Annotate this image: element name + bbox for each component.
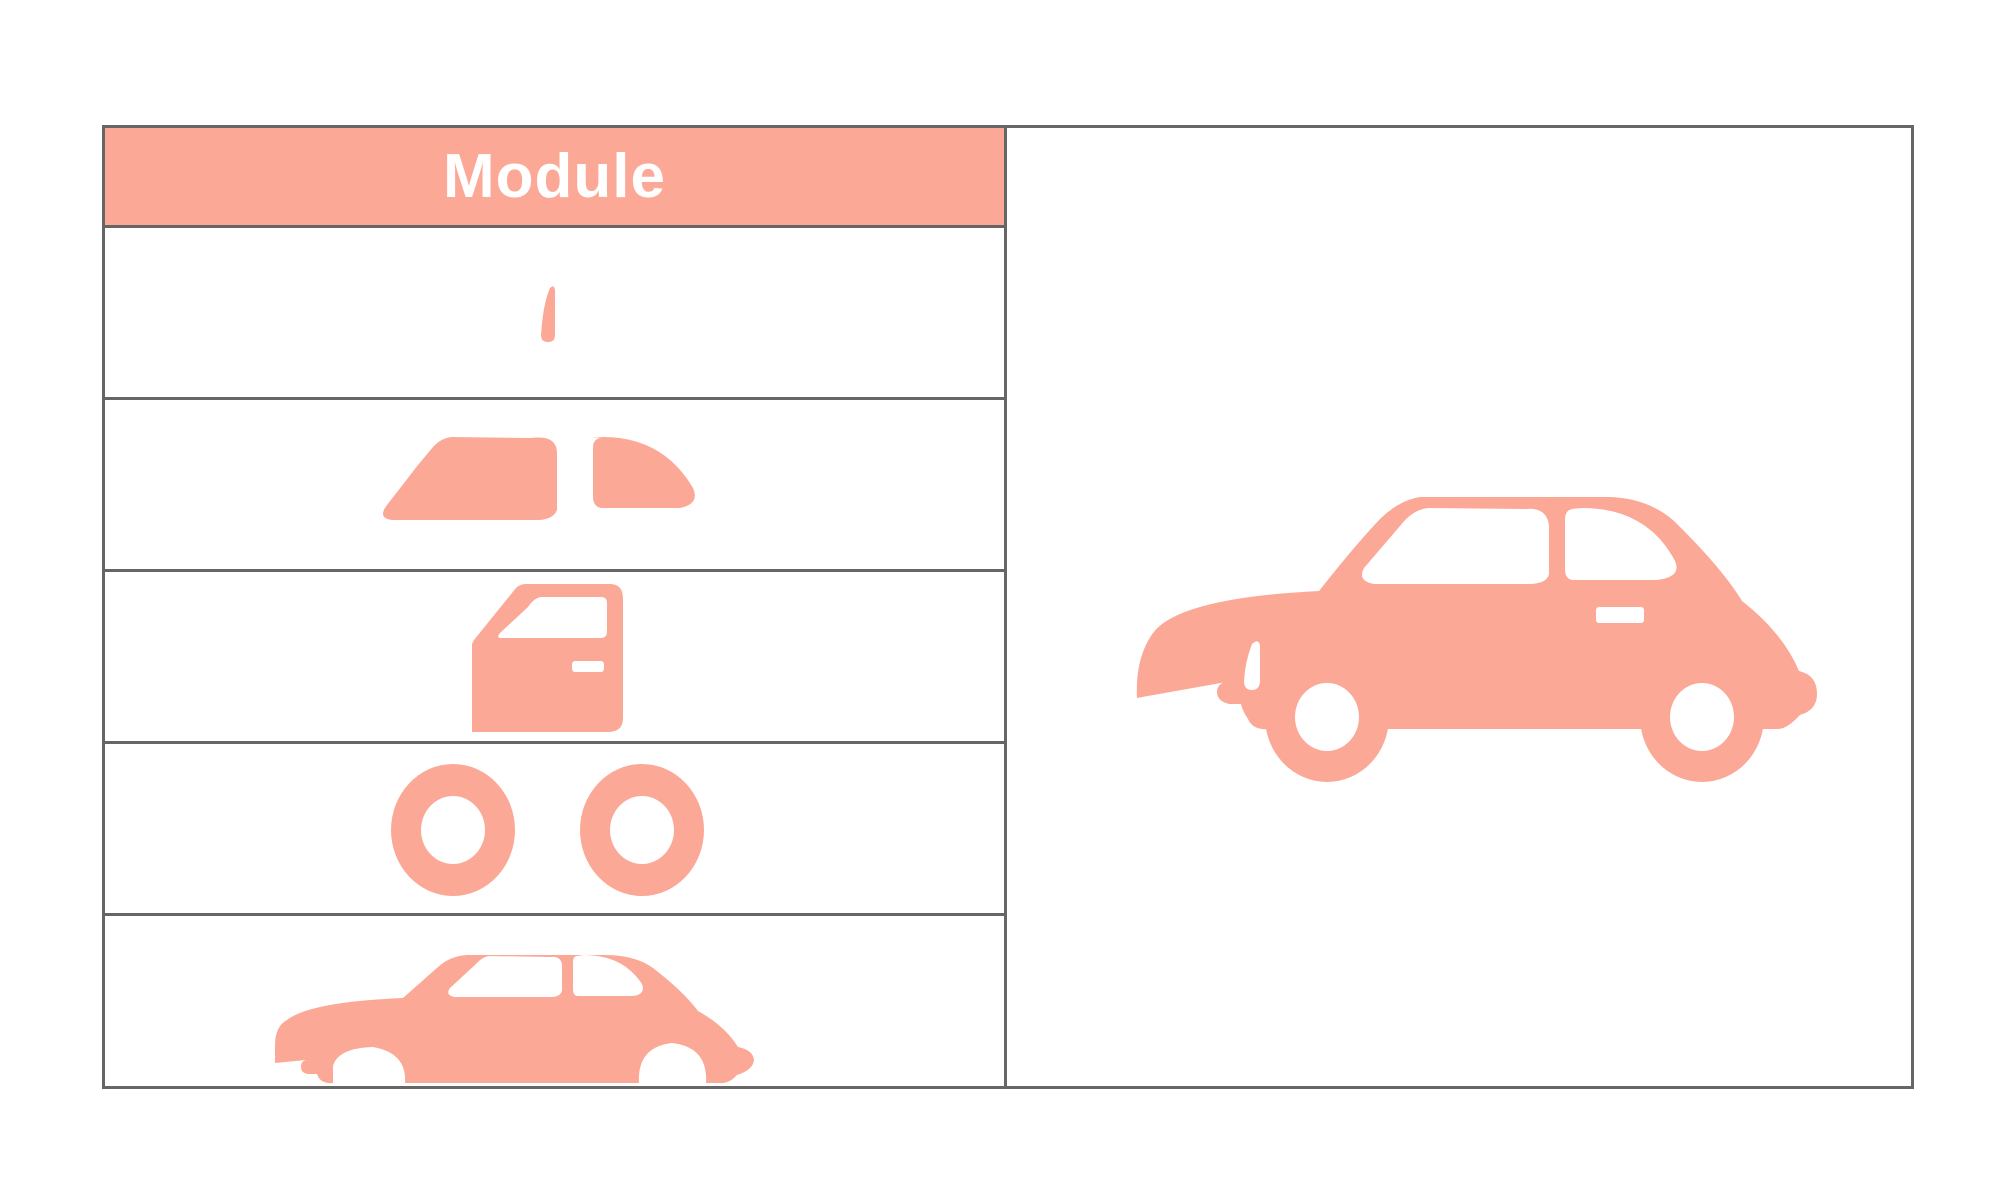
headlight-icon: [541, 286, 555, 342]
wheels-icon: [391, 764, 704, 896]
module-row-body: [105, 916, 1004, 1088]
car-icon: [1136, 497, 1817, 782]
assembled-car-panel: [1007, 128, 1911, 1086]
module-column: Module: [105, 128, 1007, 1086]
car-body-icon: [275, 955, 754, 1084]
module-header: Module: [105, 128, 1004, 228]
car-door-icon: [472, 584, 623, 732]
module-table: Module: [102, 125, 1914, 1089]
module-row-door: [105, 572, 1004, 744]
module-row-headlight: [105, 228, 1004, 400]
module-row-windows: [105, 400, 1004, 572]
module-row-wheels: [105, 744, 1004, 916]
car-windows-icon: [383, 437, 695, 520]
module-title: Module: [443, 142, 666, 211]
